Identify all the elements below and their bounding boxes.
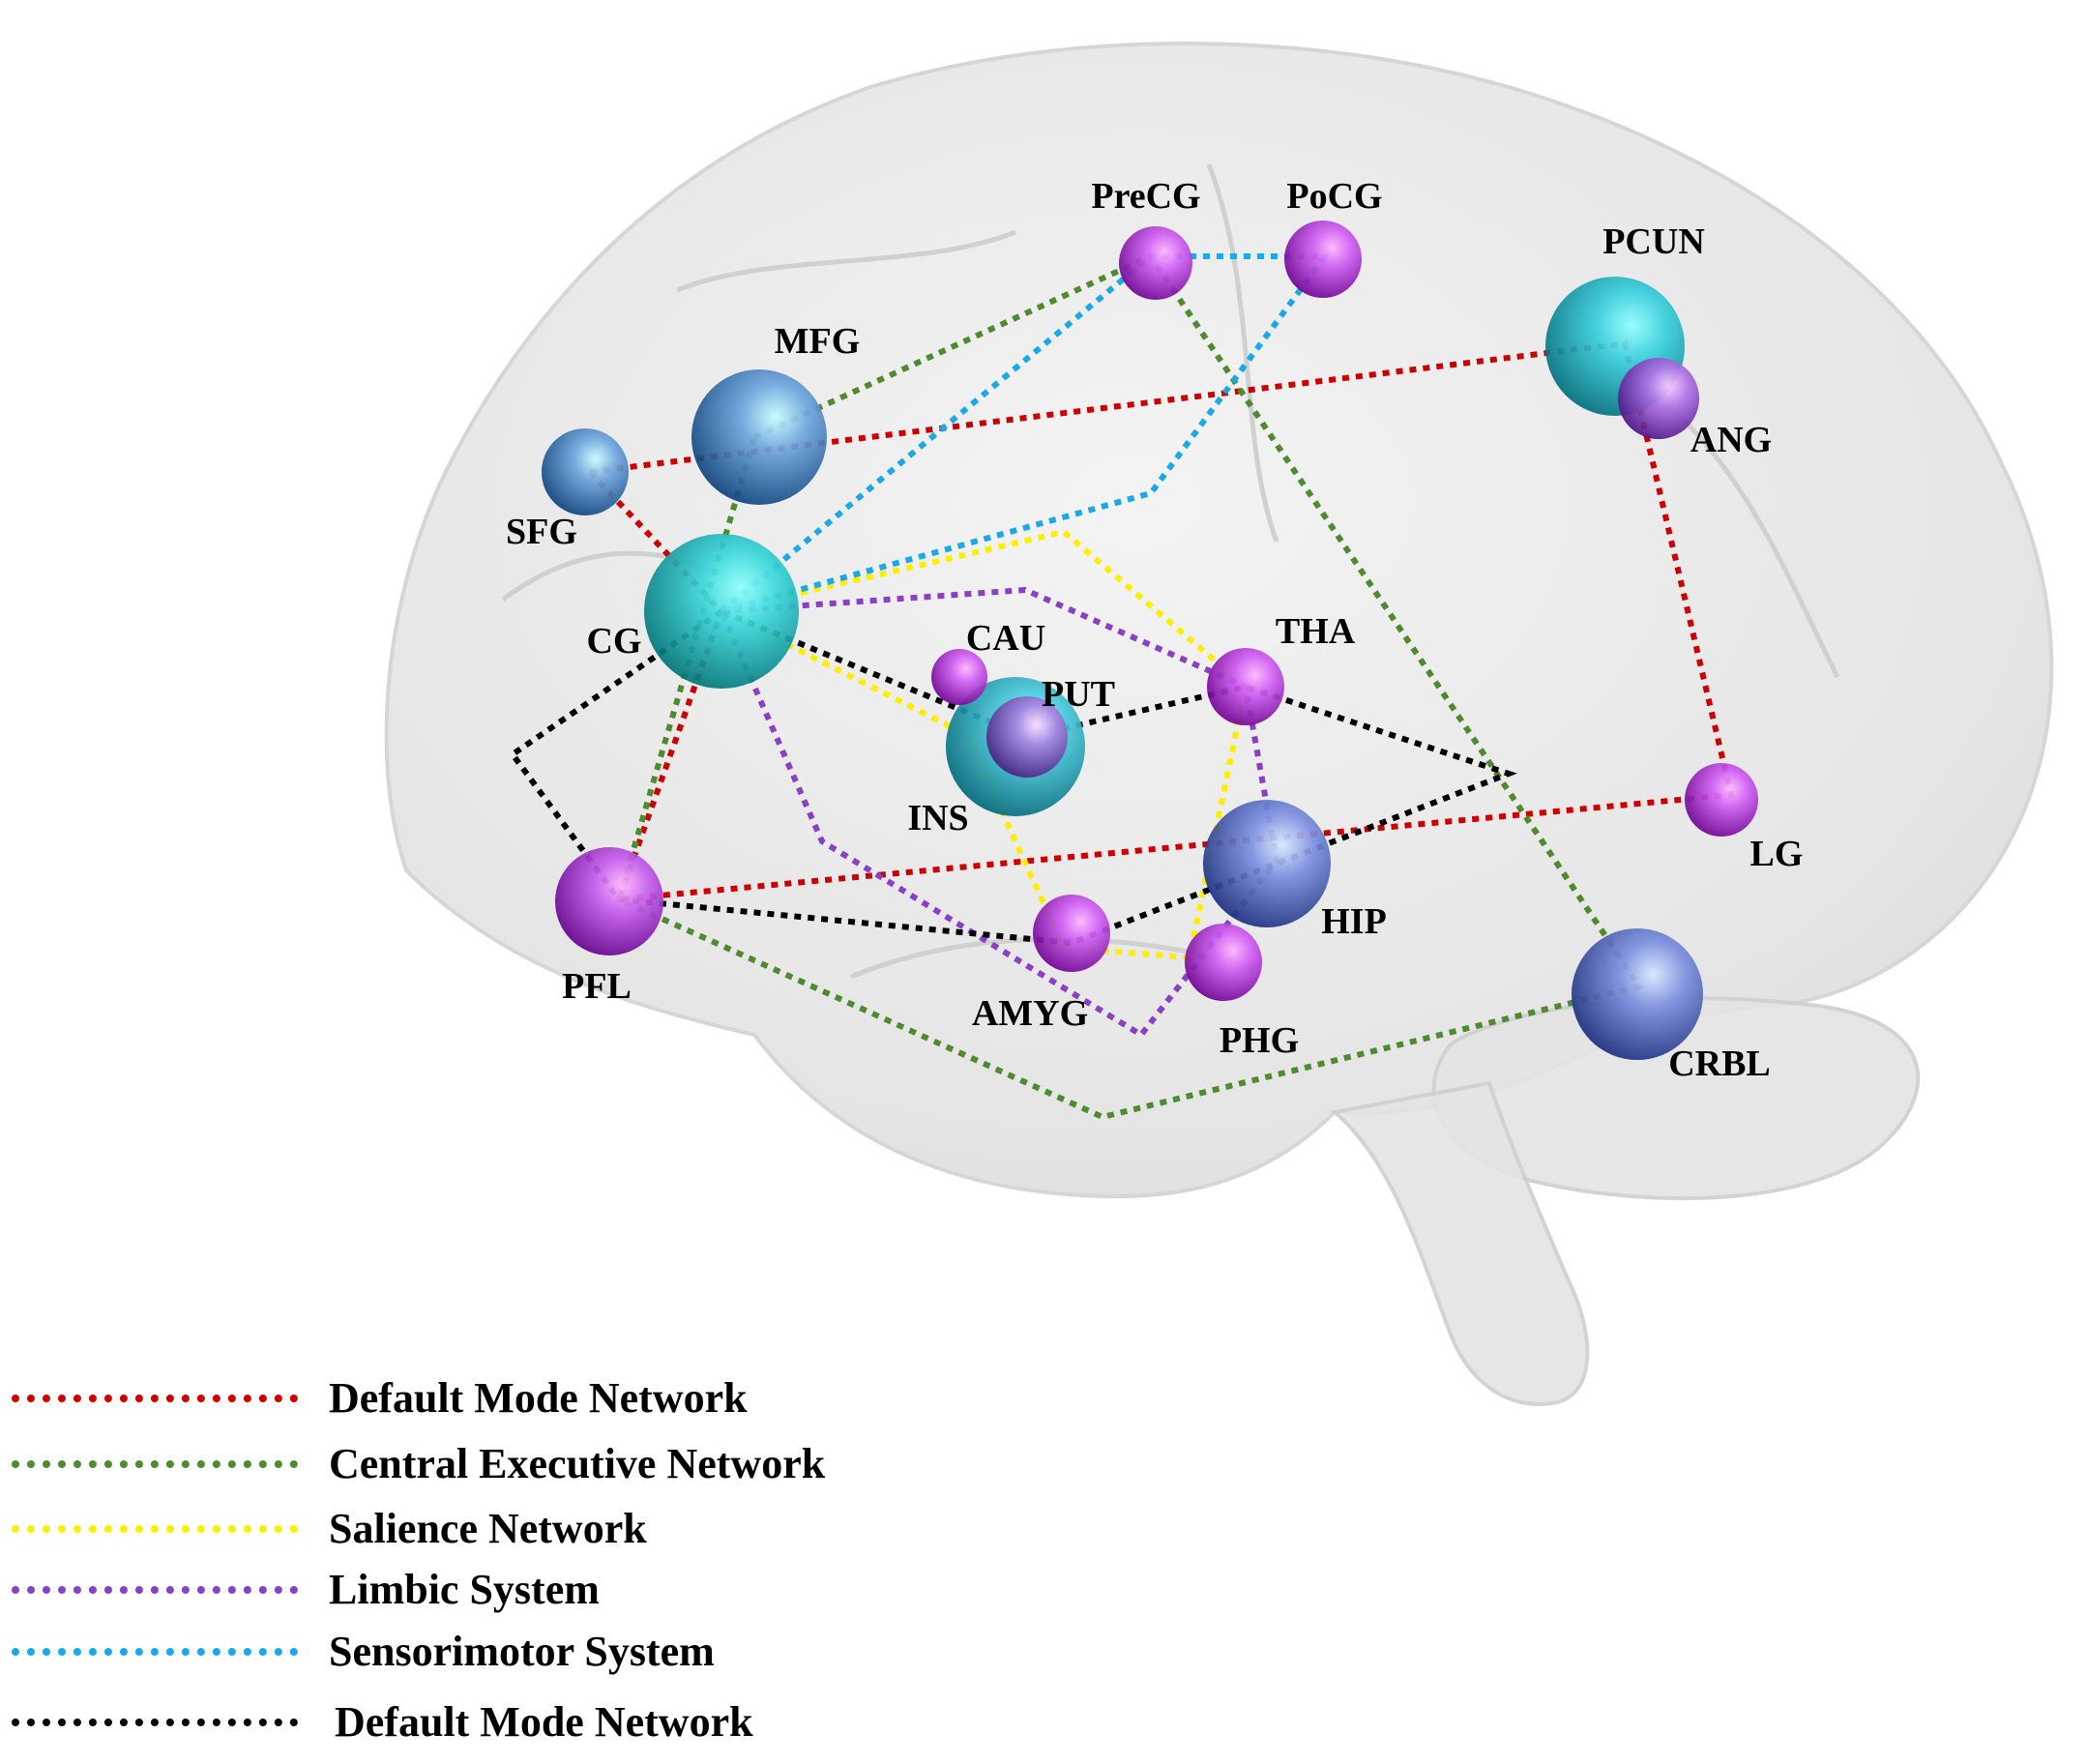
node-amyg bbox=[1033, 895, 1110, 972]
sulcus-line bbox=[1206, 163, 1279, 543]
legend-line-swatch bbox=[12, 1395, 298, 1402]
network-line-0 bbox=[587, 339, 1735, 903]
node-mfg bbox=[691, 369, 827, 505]
legend-line-swatch bbox=[12, 1525, 298, 1533]
legend-label: Limbic System bbox=[329, 1566, 600, 1613]
node-pfl bbox=[555, 847, 663, 956]
label-pcun: PCUN bbox=[1602, 221, 1705, 262]
network-line-1 bbox=[615, 252, 1644, 1121]
label-phg: PHG bbox=[1220, 1020, 1299, 1061]
node-cg bbox=[644, 534, 799, 689]
label-mfg: MFG bbox=[775, 321, 861, 362]
legend-line-swatch bbox=[12, 1460, 298, 1468]
node-ang bbox=[1618, 358, 1699, 439]
node-cau bbox=[931, 649, 987, 705]
legend-item: Central Executive Network bbox=[0, 1439, 967, 1487]
sulcus-line bbox=[676, 229, 1016, 293]
legend-line-swatch bbox=[12, 1719, 298, 1726]
region-labels: PreCG PoCG PCUN ANG MFG SFG CG CAU INS PUT THA LG HI… bbox=[506, 176, 1803, 1084]
label-pfl: PFL bbox=[562, 966, 632, 1007]
legend-label: Central Executive Network bbox=[329, 1440, 826, 1487]
node-hip bbox=[1203, 800, 1331, 927]
node-put bbox=[986, 696, 1068, 778]
label-cau: CAU bbox=[966, 618, 1045, 659]
label-amyg: AMYG bbox=[972, 993, 1088, 1034]
node-tha bbox=[1207, 648, 1284, 725]
label-pocg: PoCG bbox=[1286, 176, 1382, 217]
label-cg: CG bbox=[587, 621, 642, 662]
node-phg bbox=[1185, 924, 1262, 1001]
legend-item: Default Mode Network bbox=[0, 1697, 967, 1746]
brainstem-outline bbox=[1330, 1080, 1590, 1406]
legend-label: Sensorimotor System bbox=[329, 1628, 715, 1675]
legend-line-swatch bbox=[12, 1586, 298, 1594]
legend-label: Default Mode Network bbox=[335, 1698, 753, 1746]
legend-item: Salience Network bbox=[0, 1504, 967, 1552]
legend-item: Sensorimotor System bbox=[0, 1627, 967, 1675]
region-nodes bbox=[542, 220, 1758, 1060]
legend-line-swatch bbox=[12, 1648, 298, 1656]
legend-label: Default Mode Network bbox=[329, 1374, 748, 1422]
node-sfg bbox=[542, 428, 629, 515]
label-ang: ANG bbox=[1690, 420, 1772, 460]
label-ins: INS bbox=[907, 798, 968, 838]
label-tha: THA bbox=[1276, 611, 1356, 652]
label-precg: PreCG bbox=[1091, 176, 1200, 217]
legend-item: Limbic System bbox=[0, 1565, 967, 1613]
node-crbl bbox=[1572, 928, 1703, 1060]
legend-label: Salience Network bbox=[329, 1505, 647, 1552]
node-lg bbox=[1685, 763, 1758, 837]
node-precg bbox=[1119, 226, 1192, 300]
label-sfg: SFG bbox=[506, 512, 577, 552]
node-pocg bbox=[1284, 220, 1362, 298]
label-put: PUT bbox=[1042, 674, 1115, 715]
legend-item: Default Mode Network bbox=[0, 1373, 967, 1422]
brain-silhouette bbox=[384, 42, 2054, 1406]
label-hip: HIP bbox=[1321, 901, 1387, 942]
label-crbl: CRBL bbox=[1668, 1044, 1771, 1084]
label-lg: LG bbox=[1750, 834, 1804, 874]
